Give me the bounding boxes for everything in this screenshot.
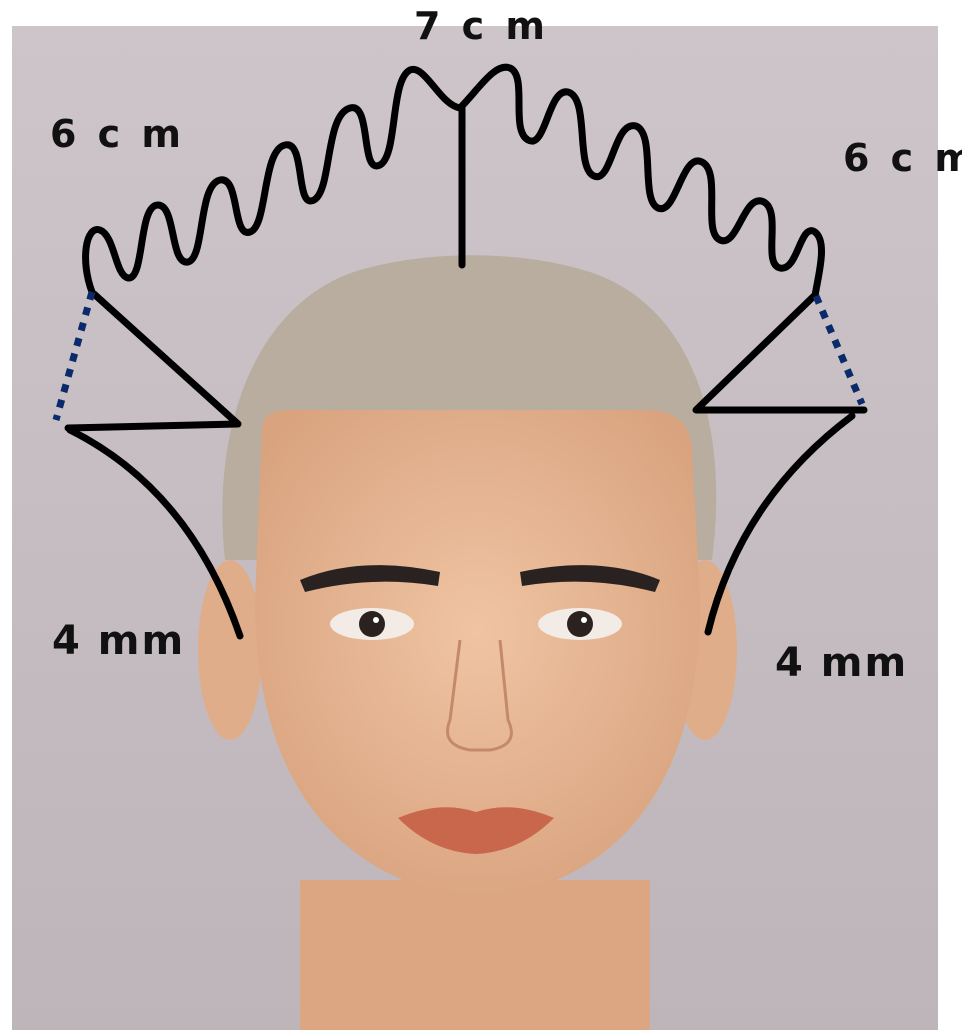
left-eye-highlight bbox=[373, 617, 379, 623]
right-lower-length-label: 4 mm bbox=[775, 640, 908, 686]
left-ear bbox=[198, 560, 262, 740]
mannequin-neck bbox=[300, 880, 650, 1030]
top-length-label: 7 c m bbox=[414, 4, 549, 48]
left-side-length-label: 6 c m bbox=[50, 112, 185, 156]
left-iris bbox=[359, 611, 385, 637]
right-iris bbox=[567, 611, 593, 637]
right-side-length-label: 6 c m bbox=[843, 136, 962, 180]
left-lower-length-label: 4 mm bbox=[52, 618, 185, 664]
right-eye-highlight bbox=[581, 617, 587, 623]
